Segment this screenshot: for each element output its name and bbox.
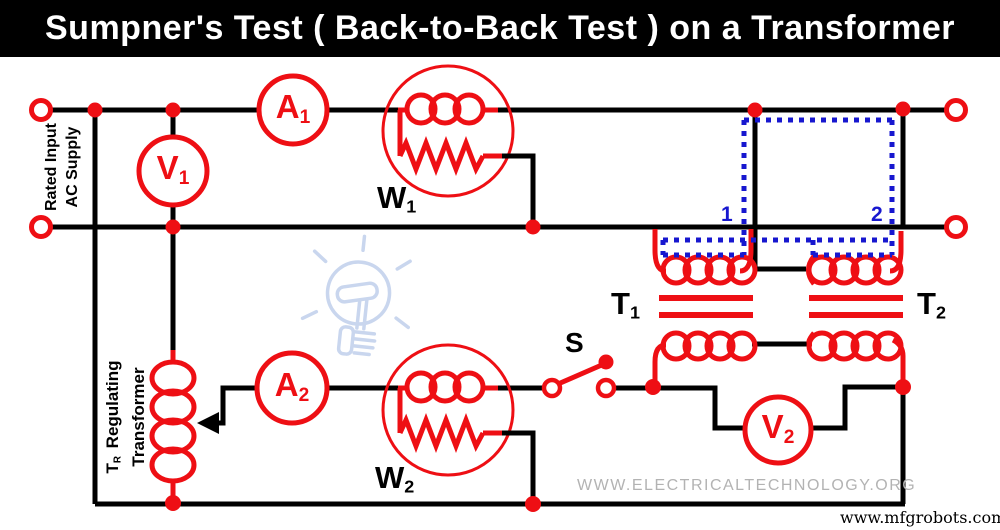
regulator-label-line2: Transformer [129, 367, 149, 467]
polarity-label-1: 1 [721, 203, 733, 226]
page-title: Sumpner's Test ( Back-to-Back Test ) on … [45, 9, 955, 47]
supply-wiring [51, 107, 945, 507]
wattmeter-1-symbol [381, 64, 536, 224]
tap-arrow [197, 412, 219, 434]
transformer-1-symbol [652, 229, 758, 385]
supply-label-line2: AC Supply [64, 126, 81, 208]
terminals [29, 98, 968, 239]
switch-symbol [541, 354, 617, 399]
voltmeter-2-label: V2 [761, 407, 795, 448]
transformer-1-label: T1 [611, 286, 640, 323]
regulating-transformer-symbol [149, 350, 219, 501]
ammeter-1-symbol [256, 73, 330, 147]
junction-dots [87, 101, 911, 512]
supply-label-line1: Rated Input [43, 123, 60, 211]
regulator-label-line1: TR Regulating [103, 360, 124, 474]
polarity-label-2: 2 [871, 203, 883, 226]
switch-label: S [565, 327, 584, 358]
supply-label: Rated Input AC Supply [41, 119, 85, 215]
footer-watermark: www.mfgrobots.com [840, 508, 1000, 527]
voltmeter-1-symbol [136, 134, 210, 208]
wattmeter-1-label: W1 [377, 180, 417, 217]
transformer-2-symbol [806, 231, 906, 382]
transformer-2-label: T2 [917, 286, 946, 323]
site-watermark: WWW.ELECTRICALTECHNOLOGY.ORG [577, 477, 917, 494]
title-bar: Sumpner's Test ( Back-to-Back Test ) on … [0, 0, 1000, 57]
ammeter-2-symbol [254, 350, 330, 426]
voltmeter-1-label: V1 [156, 148, 190, 189]
voltmeter-2-symbol [742, 394, 814, 466]
wattmeter-2-label: W2 [375, 460, 415, 497]
bulb-watermark [300, 234, 412, 357]
ammeter-1-label: A1 [275, 87, 311, 128]
ammeter-2-label: A2 [274, 365, 310, 406]
polarity-markers [660, 117, 895, 258]
regulating-transformer-label: TR Regulating Transformer [102, 331, 149, 503]
wattmeter-2-symbol [381, 343, 536, 501]
